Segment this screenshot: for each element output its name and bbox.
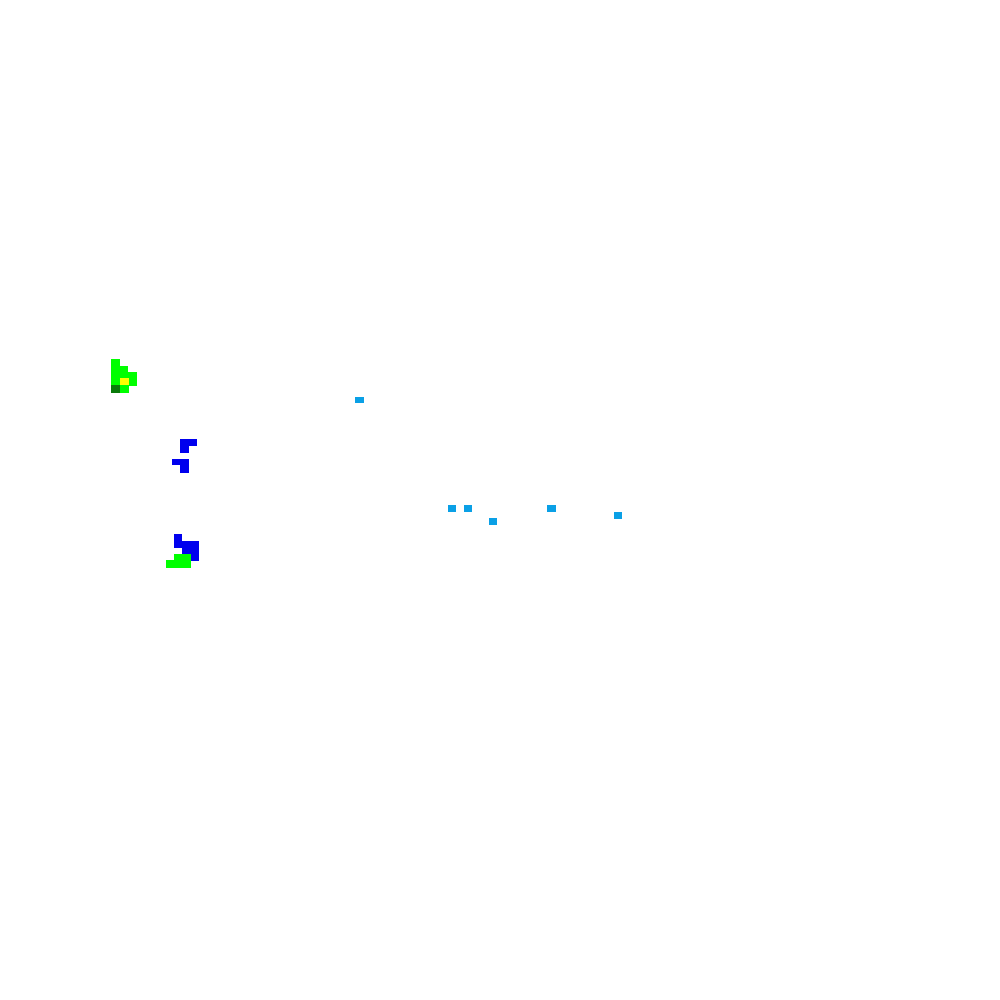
- cyan-particle: [614, 512, 622, 519]
- green-creature-pixel: [111, 359, 120, 367]
- blue-unit-pixel: [174, 534, 182, 542]
- blue-unit-pixel: [190, 554, 199, 561]
- green-creature-pixel: [111, 372, 137, 380]
- cyan-particle: [464, 505, 472, 512]
- blue-unit-pixel: [180, 464, 189, 473]
- cyan-particle: [355, 397, 364, 403]
- blue-unit-pixel: [180, 445, 189, 453]
- green-creature-pixel: [111, 385, 129, 393]
- green-creature-eye: [120, 378, 129, 385]
- cyan-particle: [448, 505, 456, 512]
- blue-unit-pixel: [174, 541, 199, 548]
- green-unit-pixel: [166, 560, 191, 568]
- cyan-particle: [489, 518, 497, 525]
- cyan-particle: [547, 505, 556, 512]
- blue-unit-pixel: [180, 439, 197, 446]
- green-creature-shadow: [111, 385, 120, 393]
- blue-unit-pixel: [172, 459, 189, 465]
- green-unit-pixel: [174, 554, 191, 561]
- blue-unit-pixel: [182, 547, 199, 555]
- green-creature-pixel: [111, 366, 128, 373]
